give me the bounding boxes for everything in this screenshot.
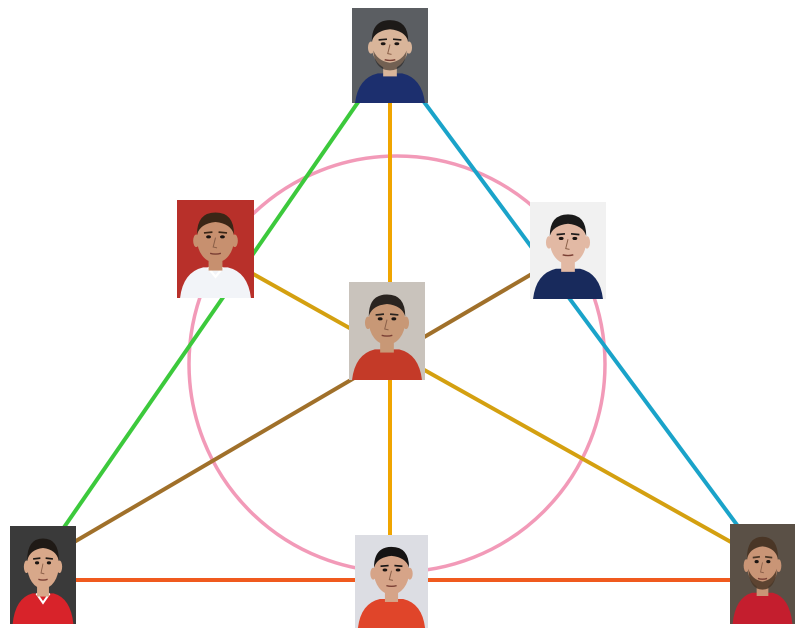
player-portrait-icon: [10, 526, 76, 624]
portrait-top: [352, 8, 428, 103]
portrait-bottom-left: [10, 526, 76, 624]
player-portrait-icon: [177, 200, 254, 298]
portrait-center: [349, 282, 425, 380]
portrait-mid-left: [177, 200, 254, 298]
line-median-bottom-left: [38, 252, 568, 564]
player-portrait-icon: [730, 524, 795, 624]
player-portrait-icon: [355, 535, 428, 628]
line-median-bottom-right: [213, 250, 764, 562]
player-portrait-icon: [530, 202, 606, 299]
line-right-side: [388, 54, 765, 562]
player-portrait-icon: [349, 282, 425, 380]
line-left-side: [38, 54, 392, 564]
portrait-mid-right: [530, 202, 606, 299]
portrait-bottom-right: [730, 524, 795, 624]
portrait-bottom-center: [355, 535, 428, 628]
player-portrait-icon: [352, 8, 428, 103]
